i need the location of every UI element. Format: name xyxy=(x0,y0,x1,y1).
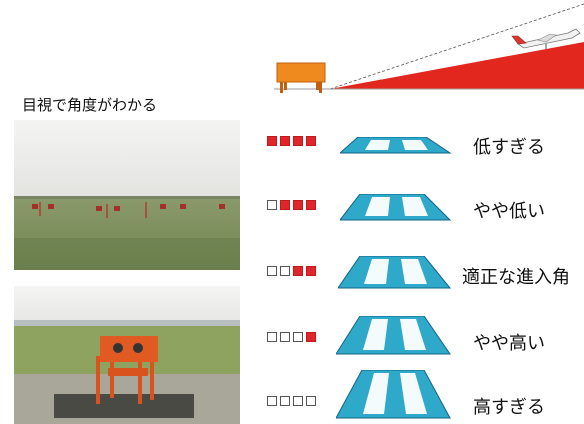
red-light-icon xyxy=(306,266,316,276)
white-light-icon xyxy=(267,396,277,406)
white-light-icon xyxy=(306,396,316,406)
papi-row-slightly-low: やや低い xyxy=(250,186,584,226)
white-light-icon xyxy=(280,266,290,276)
caption: 目視で角度がわかる xyxy=(22,96,158,114)
red-light-icon xyxy=(293,136,303,146)
red-light-icon xyxy=(306,332,316,342)
red-light-icon xyxy=(306,136,316,146)
papi-indicator-lights xyxy=(267,396,316,406)
papi-row-correct: 適正な進入角 xyxy=(250,252,584,292)
runway-icon xyxy=(336,316,451,355)
runway-icon xyxy=(338,256,452,289)
papi-indicator-lights xyxy=(267,332,316,342)
papi-field-photo xyxy=(14,120,240,270)
runway-icon xyxy=(336,370,451,419)
red-light-icon xyxy=(293,266,303,276)
white-light-icon xyxy=(267,266,277,276)
glide-slope-diagram xyxy=(250,0,584,115)
white-light-icon xyxy=(280,332,290,342)
row-label: やや高い xyxy=(473,333,545,354)
papi-row-slightly-high: やや高い xyxy=(250,316,584,358)
white-light-icon xyxy=(267,200,277,210)
papi-indicator-lights xyxy=(267,136,316,146)
aircraft-icon xyxy=(511,28,581,49)
papi-unit-photo xyxy=(14,286,240,424)
white-light-icon xyxy=(293,396,303,406)
papi-indicator-lights xyxy=(267,200,316,210)
white-light-icon xyxy=(280,396,290,406)
white-light-icon xyxy=(267,332,277,342)
red-light-icon xyxy=(280,136,290,146)
runway-icon xyxy=(340,137,452,154)
row-label: 高すぎる xyxy=(473,397,545,418)
red-light-icon xyxy=(293,200,303,210)
runway-icon xyxy=(340,194,452,221)
papi-row-too-low: 低すぎる xyxy=(250,122,584,162)
white-light-icon xyxy=(293,332,303,342)
row-label: やや低い xyxy=(473,201,545,222)
red-light-icon xyxy=(267,136,277,146)
red-light-icon xyxy=(280,200,290,210)
red-light-icon xyxy=(306,200,316,210)
row-label: 低すぎる xyxy=(473,137,545,158)
papi-indicator-lights xyxy=(267,266,316,276)
row-label: 適正な進入角 xyxy=(462,267,570,288)
papi-row-too-high: 高すぎる xyxy=(250,370,584,422)
papi-unit-icon xyxy=(276,62,326,93)
